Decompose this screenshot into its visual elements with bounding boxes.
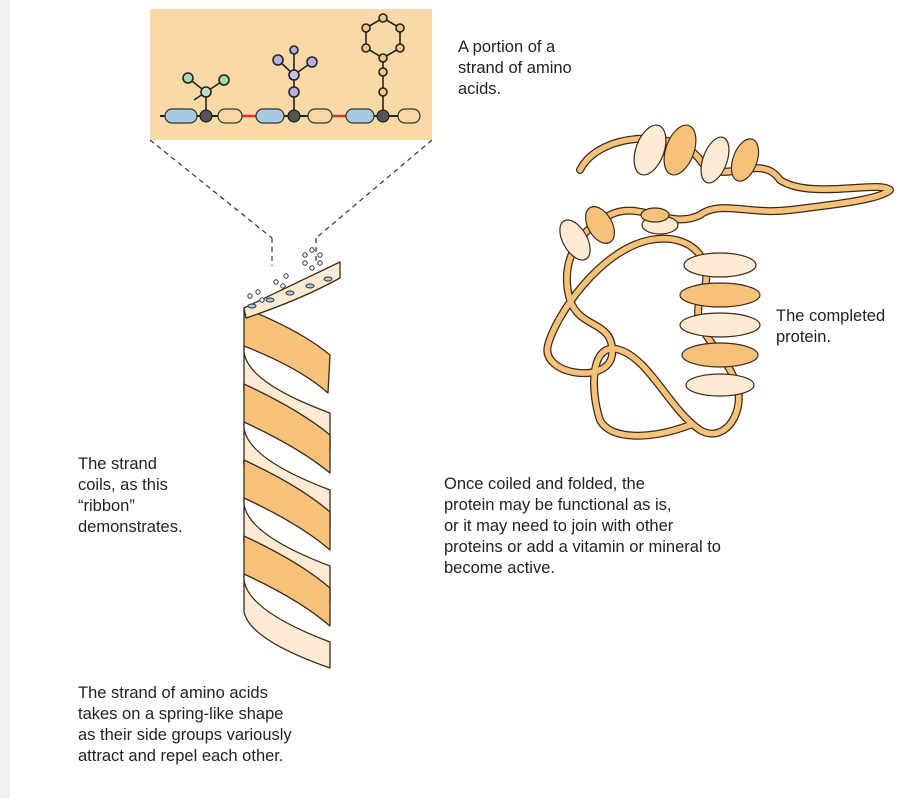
- caption-strand-coils: The strand coils, as this “ribbon” demon…: [78, 454, 183, 538]
- caption-spring-shape: The strand of amino acids takes on a spr…: [78, 683, 292, 767]
- helix-ribbon: [244, 248, 340, 668]
- caption-strand-portion: A portion of a strand of amino acids.: [458, 37, 572, 100]
- caption-folded-protein: Once coiled and folded, the protein may …: [444, 474, 721, 579]
- completed-protein: [547, 121, 890, 436]
- zoom-guide-lines: [150, 140, 432, 266]
- amino-acid-strand-inset: [150, 9, 432, 140]
- caption-completed-protein: The completed protein.: [776, 306, 885, 348]
